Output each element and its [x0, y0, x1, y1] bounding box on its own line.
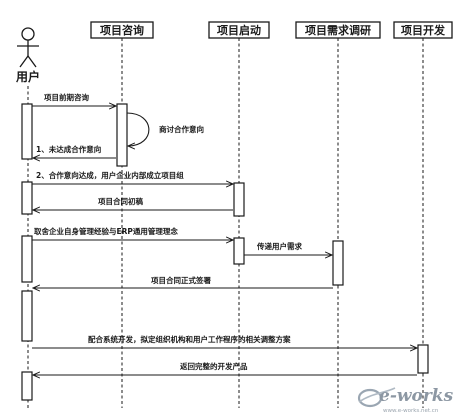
activation-user-1 — [21, 103, 33, 160]
message-label-m7: 传递用户需求 — [256, 241, 302, 251]
activation-user-5 — [21, 371, 33, 401]
participant-label: 项目咨询 — [100, 23, 144, 37]
activation-start-1 — [233, 182, 245, 217]
message-label-m10: 返回完整的开发产品 — [180, 361, 248, 371]
message-label-m2: 商讨合作意向 — [159, 124, 204, 134]
stick-figure-icon — [17, 27, 39, 68]
activation-user-3 — [21, 235, 33, 283]
logo-text: e-works — [379, 386, 454, 406]
activation-research — [332, 240, 344, 286]
activation-consult — [116, 103, 128, 167]
activation-develop — [417, 344, 429, 374]
message-labels: 项目前期咨询 商讨合作意向 1、未达成合作意向 2、合作意向达成，用户企业内部成… — [34, 92, 302, 371]
participant-develop: 项目开发 — [393, 21, 453, 39]
activation-start-2 — [233, 237, 245, 265]
actor-user: 用户 — [15, 27, 40, 84]
message-label-m8: 项目合同正式签署 — [151, 275, 211, 285]
participant-label: 项目启动 — [217, 23, 261, 37]
e-works-logo: e-works www.e-works.net.cn — [357, 386, 454, 414]
participant-label: 项目需求调研 — [305, 23, 371, 37]
participant-start: 项目启动 — [208, 21, 270, 39]
activation-user-2 — [21, 181, 33, 215]
participant-label: 项目开发 — [401, 23, 446, 37]
logo-url: www.e-works.net.cn — [383, 408, 439, 414]
arrow-m2-self — [126, 112, 150, 146]
message-label-m4: 2、合作意向达成，用户企业内部成立项目组 — [36, 170, 184, 180]
participant-consult: 项目咨询 — [90, 21, 154, 39]
message-label-m9: 配合系统开发，拟定组织机构和用户工作程序的相关调整方案 — [88, 334, 291, 344]
message-arrows — [32, 106, 417, 375]
message-label-m3: 1、未达成合作意向 — [36, 144, 101, 154]
participant-research: 项目需求调研 — [295, 21, 381, 39]
message-label-m1: 项目前期咨询 — [44, 92, 89, 102]
activations — [21, 103, 429, 401]
e-works-swoosh-icon — [357, 387, 396, 408]
activation-user-4 — [21, 290, 33, 342]
actor-label: 用户 — [15, 69, 40, 84]
message-label-m6: 取舍企业自身管理经验与ERP通用管理理念 — [34, 226, 178, 236]
message-label-m5: 项目合同初稿 — [98, 196, 143, 206]
